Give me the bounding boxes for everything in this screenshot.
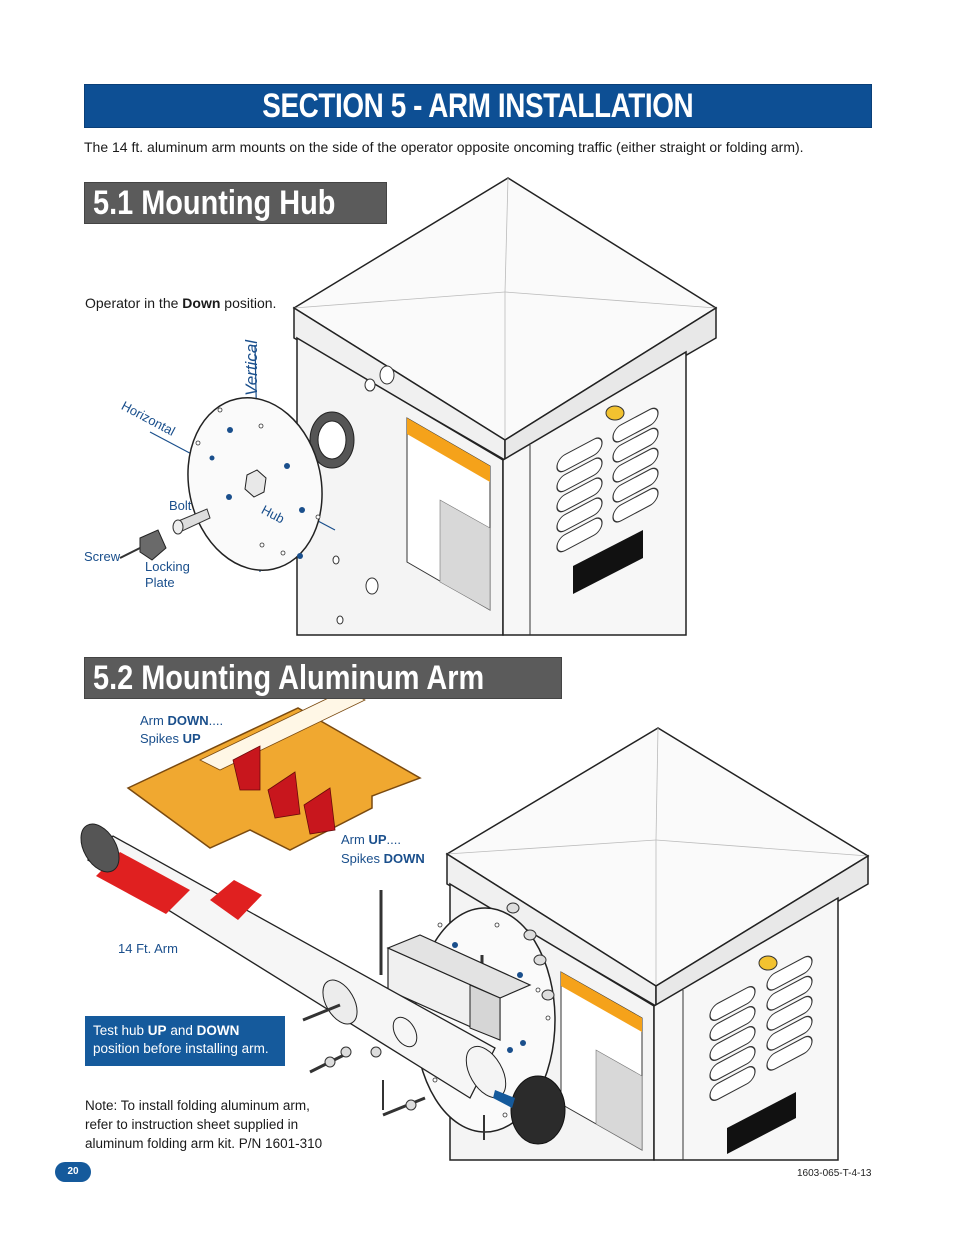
arm-bracket — [386, 934, 532, 1041]
vent-slots — [556, 407, 659, 553]
locking-plate — [126, 689, 422, 851]
test-hub-callout: Test hub UP and DOWN position before ins… — [85, 1016, 285, 1066]
section-banner: SECTION 5 - ARM INSTALLATION — [84, 84, 872, 128]
hub-exploded-view — [119, 344, 336, 573]
spikes-up-label: Spikes UP — [140, 731, 201, 746]
arm-down-label: Arm DOWN.... — [140, 713, 224, 728]
arm-bolts — [302, 1003, 426, 1117]
folding-arm-note: Note: To install folding aluminum arm, r… — [85, 1098, 323, 1151]
arm-up-label: Arm UP.... — [341, 832, 401, 847]
spike — [232, 745, 336, 835]
screw-label: Screw — [84, 549, 121, 564]
aluminum-arm — [80, 823, 566, 1145]
page-number: 20 — [55, 1162, 91, 1182]
plate-label: Plate — [145, 575, 175, 590]
arm-length-label: 14 Ft. Arm — [118, 941, 178, 956]
operator-position-note: Operator in the Down position. — [85, 295, 277, 311]
section-5-1-heading: 5.1 Mounting Hub — [84, 182, 388, 224]
section-5-2-heading: 5.2 Mounting Aluminum Arm — [84, 657, 563, 699]
document-number: 1603-065-T-4-13 — [797, 1168, 872, 1179]
locking-label: Locking — [145, 559, 190, 574]
spikes-down-label: Spikes DOWN — [341, 851, 425, 866]
bolt-label: Bolt — [169, 498, 192, 513]
section-title: SECTION 5 - ARM INSTALLATION — [262, 86, 694, 125]
vertical-label: Vertical — [242, 339, 261, 396]
upper-operator-cabinet — [292, 177, 718, 636]
intro-text: The 14 ft. aluminum arm mounts on the si… — [84, 139, 804, 155]
